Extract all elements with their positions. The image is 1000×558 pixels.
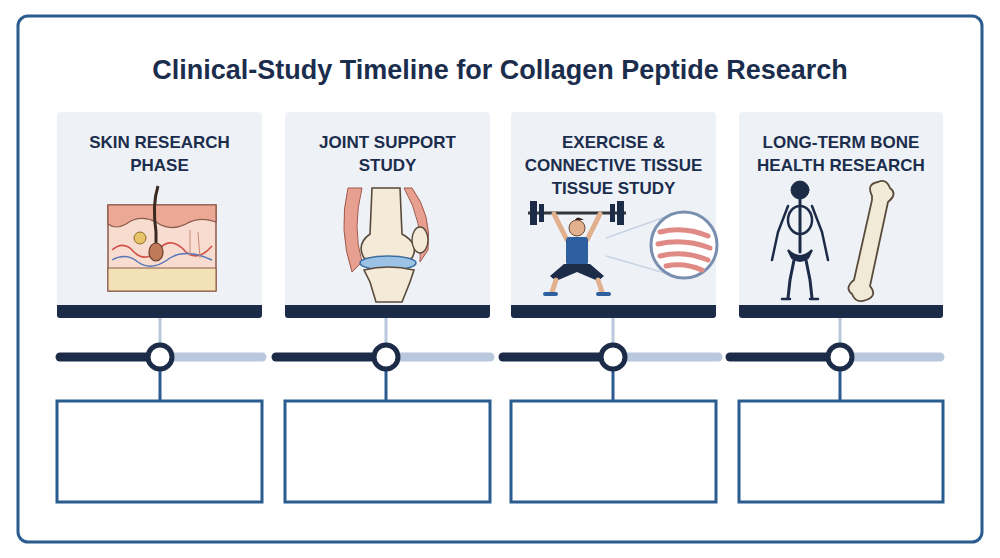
weightlifter-illustration <box>528 201 717 294</box>
arms <box>554 214 600 240</box>
empty-box <box>739 401 943 502</box>
card-heading: SKIN RESEARCH PHASE <box>65 112 255 177</box>
collagen-fiber <box>190 230 200 258</box>
stem-line <box>612 318 615 345</box>
milestone-markers <box>148 345 852 369</box>
sebaceous-gland <box>134 232 146 244</box>
hair-shaft <box>154 186 158 250</box>
card-heading: LONG-TERM BONE HEALTH RESEARCH <box>746 112 936 177</box>
weight-plate <box>617 201 624 225</box>
card-heading: EXERCISE & CONNECTIVE TISSUE TISSUE STUD… <box>519 112 709 200</box>
cartilage <box>360 256 416 270</box>
muscle <box>344 188 362 272</box>
shorts <box>550 264 604 281</box>
timeline-segment <box>503 353 613 362</box>
timeline-segment <box>613 353 718 362</box>
skin-illustration <box>108 186 216 291</box>
milestone-circle <box>828 345 852 369</box>
tibia <box>364 267 414 302</box>
empty-box <box>511 401 716 502</box>
study-card: JOINT SUPPORT STUDY <box>285 112 490 318</box>
empty-box <box>57 401 262 502</box>
stem-line <box>839 318 842 345</box>
stem-line <box>385 318 388 345</box>
blood-vessel <box>112 243 212 257</box>
empty-box <box>285 401 490 502</box>
hair <box>575 218 584 221</box>
card-heading: JOINT SUPPORT STUDY <box>293 112 483 177</box>
head <box>569 220 585 236</box>
timeline-segment <box>386 353 490 362</box>
magnifier <box>651 212 717 278</box>
legs <box>552 280 602 292</box>
barbell <box>528 212 626 215</box>
study-card: EXERCISE & CONNECTIVE TISSUE TISSUE STUD… <box>511 112 716 318</box>
stem-lines <box>160 318 840 401</box>
muscle <box>404 188 429 262</box>
diagram-title: Clinical-Study Timeline for Collagen Pep… <box>20 53 980 87</box>
bone-illustration <box>848 181 893 301</box>
tendon-fibers <box>658 230 710 270</box>
feet <box>782 298 818 301</box>
stem-line <box>612 369 615 401</box>
stem-line <box>839 369 842 401</box>
shoes <box>545 292 609 296</box>
skeleton-illustration <box>772 181 828 299</box>
spine <box>799 199 802 252</box>
skin-dermis <box>108 205 216 291</box>
torso <box>566 237 588 265</box>
timeline-segment <box>840 353 940 362</box>
outer-frame <box>18 16 982 542</box>
hair-follicle <box>149 243 163 261</box>
ribcage <box>788 206 812 234</box>
arm-bones <box>772 206 828 260</box>
femur-bone <box>848 181 893 301</box>
empty-note-boxes <box>57 401 943 502</box>
knee-illustration <box>344 188 429 302</box>
weight-plate <box>539 204 544 222</box>
timeline-segment <box>160 353 262 362</box>
weight-plate <box>530 201 537 225</box>
timeline-segment <box>276 353 386 362</box>
pelvis <box>788 250 812 261</box>
blood-vessel <box>112 253 212 266</box>
stem-line <box>159 318 162 345</box>
stem-line <box>159 369 162 401</box>
milestone-circle <box>601 345 625 369</box>
stem-line <box>385 369 388 401</box>
timeline-segment <box>60 353 160 362</box>
weight-plate <box>610 204 615 222</box>
zoom-cone <box>606 217 665 273</box>
skin-fat-layer <box>108 268 216 291</box>
study-card: SKIN RESEARCH PHASE <box>57 112 262 318</box>
skull <box>791 181 809 199</box>
timeline-track <box>60 353 940 362</box>
skin-epidermis <box>108 205 216 228</box>
study-card: LONG-TERM BONE HEALTH RESEARCH <box>739 112 943 318</box>
timeline-segment <box>730 353 840 362</box>
leg-bones <box>788 260 812 298</box>
milestone-circle <box>148 345 172 369</box>
milestone-circle <box>374 345 398 369</box>
femur <box>361 188 414 263</box>
patella <box>412 227 428 253</box>
